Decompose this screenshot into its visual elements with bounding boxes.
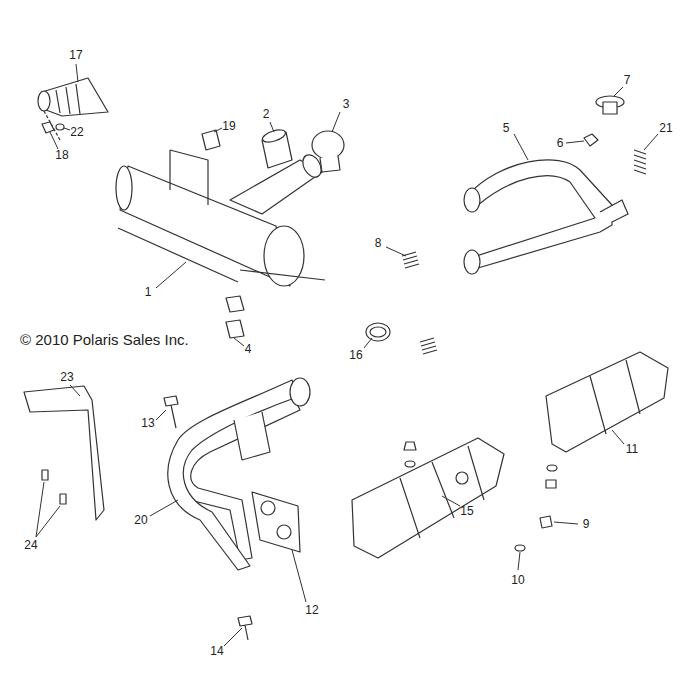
callout-number: 10	[511, 573, 524, 587]
callout-number: 22	[70, 125, 83, 139]
callout-number: 16	[349, 348, 362, 362]
callout-number: 15	[460, 504, 473, 518]
callout-number: 4	[245, 342, 252, 356]
callout-number: 20	[134, 513, 147, 527]
callout-number: 2	[263, 107, 270, 121]
copyright-notice: © 2010 Polaris Sales Inc.	[20, 331, 189, 349]
callout-number: 14	[210, 644, 223, 658]
callout-number: 23	[60, 370, 73, 384]
callout-number: 3	[343, 97, 350, 111]
callout-number: 8	[375, 236, 382, 250]
callout-number: 1	[145, 285, 152, 299]
callout-number: 19	[222, 119, 235, 133]
callout-number: 11	[626, 442, 638, 456]
callout-number: 13	[141, 416, 154, 430]
callout-number: 5	[503, 121, 510, 135]
callout-number: 18	[55, 148, 68, 162]
callout-number: 21	[659, 121, 672, 135]
callout-number: 7	[624, 73, 631, 87]
callout-number: 6	[557, 136, 564, 150]
callout-number: 17	[69, 48, 82, 62]
callout-number: 24	[24, 538, 37, 552]
callout-number: 12	[305, 603, 318, 617]
callout-number: 9	[583, 517, 590, 531]
